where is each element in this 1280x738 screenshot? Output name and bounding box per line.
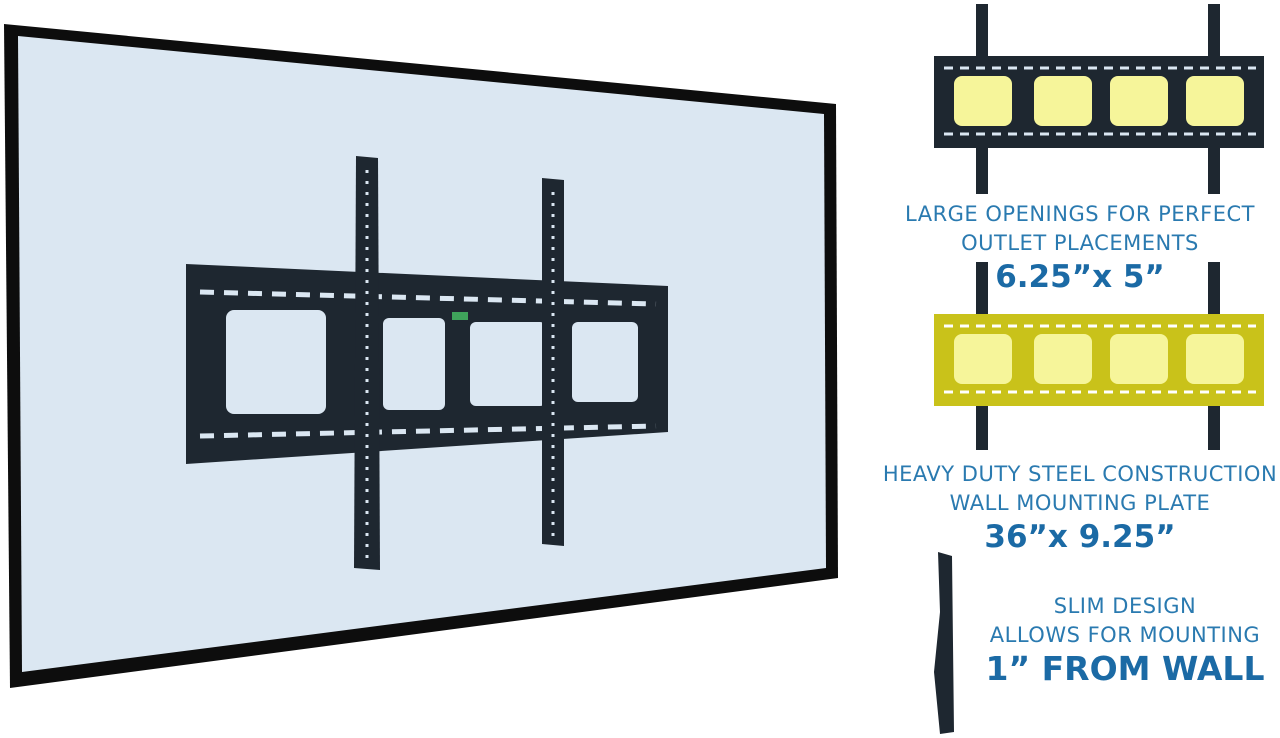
feature-openings-line-2: OUTLET PLACEMENTS <box>961 231 1199 255</box>
tv-arms <box>354 156 564 570</box>
openings-highlight-image <box>934 4 1264 194</box>
feature-slim-line-2: ALLOWS FOR MOUNTING <box>989 623 1261 647</box>
feature-slim-line-1: SLIM DESIGN <box>1053 594 1197 618</box>
feature-openings: LARGE OPENINGS FOR PERFECT OUTLET PLACEM… <box>880 200 1280 296</box>
slim-profile-image <box>934 552 954 734</box>
tv-with-mount-image <box>4 24 838 688</box>
feature-slim: SLIM DESIGN ALLOWS FOR MOUNTING 1” FROM … <box>960 592 1280 688</box>
plate-openings <box>226 310 638 414</box>
plate-highlight-image <box>934 262 1264 450</box>
feature-plate: HEAVY DUTY STEEL CONSTRUCTION WALL MOUNT… <box>880 460 1280 556</box>
feature-slim-dimension: 1” FROM WALL <box>985 649 1265 688</box>
feature-openings-dimension: 6.25”x 5” <box>995 259 1165 295</box>
feature-plate-line-2: WALL MOUNTING PLATE <box>949 491 1211 515</box>
feature-plate-line-1: HEAVY DUTY STEEL CONSTRUCTION <box>882 462 1278 486</box>
level-bubble <box>452 312 468 320</box>
arm-holes <box>365 170 555 560</box>
feature-openings-line-1: LARGE OPENINGS FOR PERFECT <box>905 202 1255 226</box>
feature-plate-dimension: 36”x 9.25” <box>984 519 1176 555</box>
plate-slots <box>199 289 657 439</box>
